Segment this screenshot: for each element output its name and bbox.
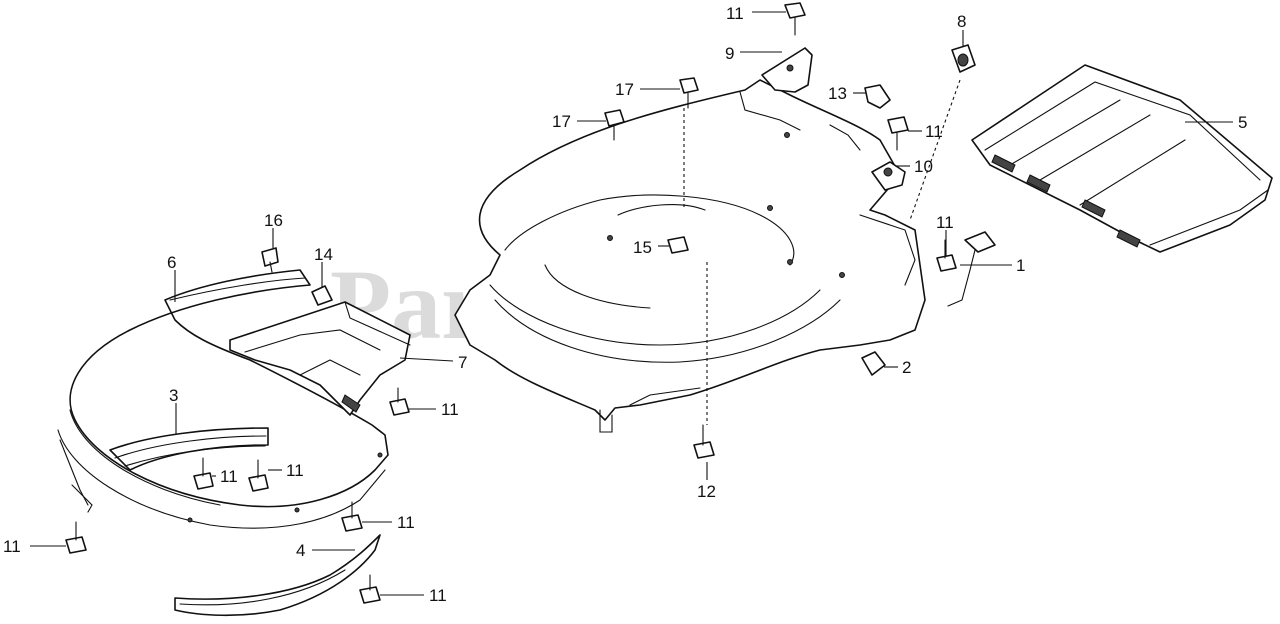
callout-5: 5 <box>1238 113 1247 132</box>
callout-11: 11 <box>925 122 943 141</box>
bolt <box>693 424 715 459</box>
bolt <box>784 2 806 36</box>
nut-14 <box>311 285 333 306</box>
callout-10: 10 <box>914 157 933 176</box>
callout-12: 12 <box>697 482 716 501</box>
callout-8: 8 <box>957 12 966 31</box>
callout-11: 11 <box>220 467 238 486</box>
callout-7: 7 <box>458 353 467 372</box>
mower-deck <box>454 79 926 433</box>
callout-15: 15 <box>633 238 652 257</box>
callout-2: 2 <box>902 358 911 377</box>
callout-13: 13 <box>828 84 847 103</box>
callout-16: 16 <box>264 211 283 230</box>
callout-3: 3 <box>169 386 178 405</box>
inner-liner <box>109 427 269 471</box>
grass-bag <box>971 64 1273 253</box>
bolt <box>193 457 214 490</box>
callout-9: 9 <box>725 44 734 63</box>
bracket-9 <box>761 47 813 93</box>
callout-11: 11 <box>397 513 415 532</box>
bolt <box>359 574 381 604</box>
callout-17: 17 <box>615 80 634 99</box>
alignment-line <box>909 79 961 221</box>
bolt <box>389 387 410 416</box>
leader-lines <box>30 11 1233 596</box>
callout-1: 1 <box>1016 256 1025 275</box>
bolt <box>604 109 625 141</box>
bolt <box>667 236 689 254</box>
latch-rod-1 <box>947 231 996 307</box>
rear-bracket <box>229 301 411 416</box>
clip-13 <box>864 84 891 109</box>
callout-6: 6 <box>167 253 176 272</box>
callout-labels: 11 9 8 17 17 13 11 10 5 16 6 14 15 11 1 … <box>3 4 1247 605</box>
callout-11: 11 <box>936 213 954 232</box>
pin-16 <box>261 247 279 273</box>
callout-14: 14 <box>314 245 333 264</box>
callout-11: 11 <box>286 461 304 480</box>
callout-11: 11 <box>726 4 744 23</box>
bolt <box>341 501 363 532</box>
bolt <box>248 459 269 492</box>
callout-4: 4 <box>296 541 305 560</box>
bolt <box>936 239 957 272</box>
bolt <box>679 77 699 109</box>
callout-11: 11 <box>441 400 459 419</box>
front-strip <box>174 534 381 617</box>
clip-2 <box>861 351 886 376</box>
callout-17: 17 <box>552 112 571 131</box>
bolt <box>887 116 909 151</box>
callout-11: 11 <box>429 586 447 605</box>
grommet-8 <box>951 44 976 73</box>
callout-11: 11 <box>3 537 21 556</box>
nut-plate-10 <box>871 161 906 191</box>
bolt <box>65 521 87 554</box>
